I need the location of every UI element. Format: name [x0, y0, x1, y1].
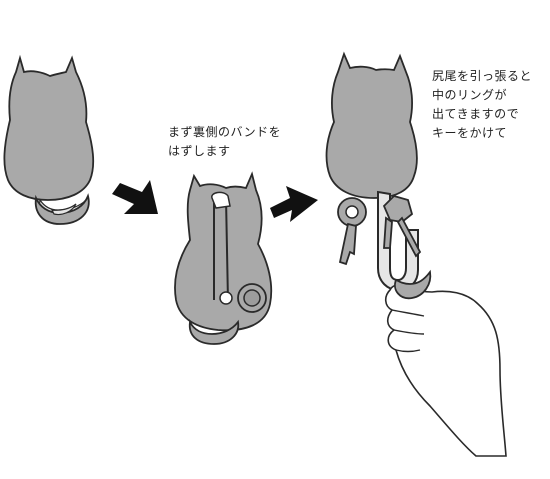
cat-body-big	[325, 51, 418, 199]
step3-caption-line: キーをかけて	[432, 126, 508, 140]
cat-keyholder-with-keys-icon	[325, 51, 507, 457]
cat-keyholder-back-icon	[174, 171, 273, 345]
key-icon	[337, 197, 367, 266]
step3-caption-line: 中のリングが	[432, 88, 508, 102]
cat-keyholder-icon	[3, 54, 95, 201]
step3-caption-line: 出てきますので	[432, 107, 520, 121]
step3-caption-line: 尻尾を引っ張ると	[432, 69, 533, 83]
step2-caption: まず裏側のバンドを はずします	[168, 123, 281, 161]
arrow-right-icon	[270, 186, 318, 222]
cat-tail	[34, 193, 90, 225]
step2-caption-line: はずします	[168, 144, 231, 158]
cat-body	[3, 54, 95, 201]
hand-icon	[384, 284, 507, 457]
step2-caption-line: まず裏側のバンドを	[168, 125, 282, 139]
step3-caption: 尻尾を引っ張ると 中のリングが 出てきますので キーをかけて	[432, 67, 532, 143]
arrow-right-icon	[112, 180, 158, 214]
key-icon	[382, 194, 422, 258]
